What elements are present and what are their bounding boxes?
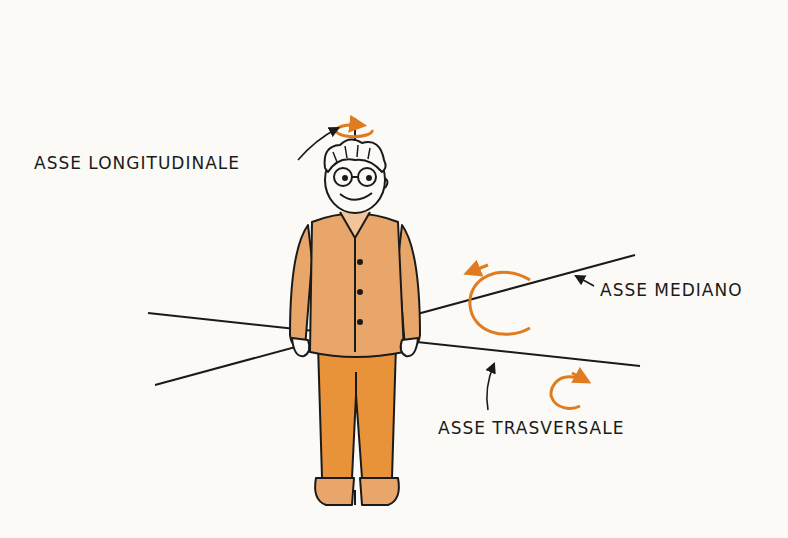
median-rotation-head	[470, 265, 488, 272]
longitudinal-axis-foot	[354, 490, 356, 505]
cartoon-person	[290, 139, 420, 505]
axes	[148, 118, 640, 505]
median-axis-label: ASSE MEDIANO	[600, 280, 743, 300]
longitudinal-rotation	[336, 125, 372, 137]
transverse-axis-label: ASSE TRASVERSALE	[438, 418, 624, 438]
leader-median	[576, 276, 594, 286]
leader-lines	[298, 128, 594, 410]
transverse-rotation-head	[572, 373, 585, 380]
leader-transverse	[487, 364, 494, 410]
median-rotation	[470, 272, 530, 334]
transverse-rotation	[551, 377, 580, 408]
leader-longitudinal	[298, 128, 338, 160]
longitudinal-axis-label: ASSE LONGITUDINALE	[34, 153, 240, 173]
